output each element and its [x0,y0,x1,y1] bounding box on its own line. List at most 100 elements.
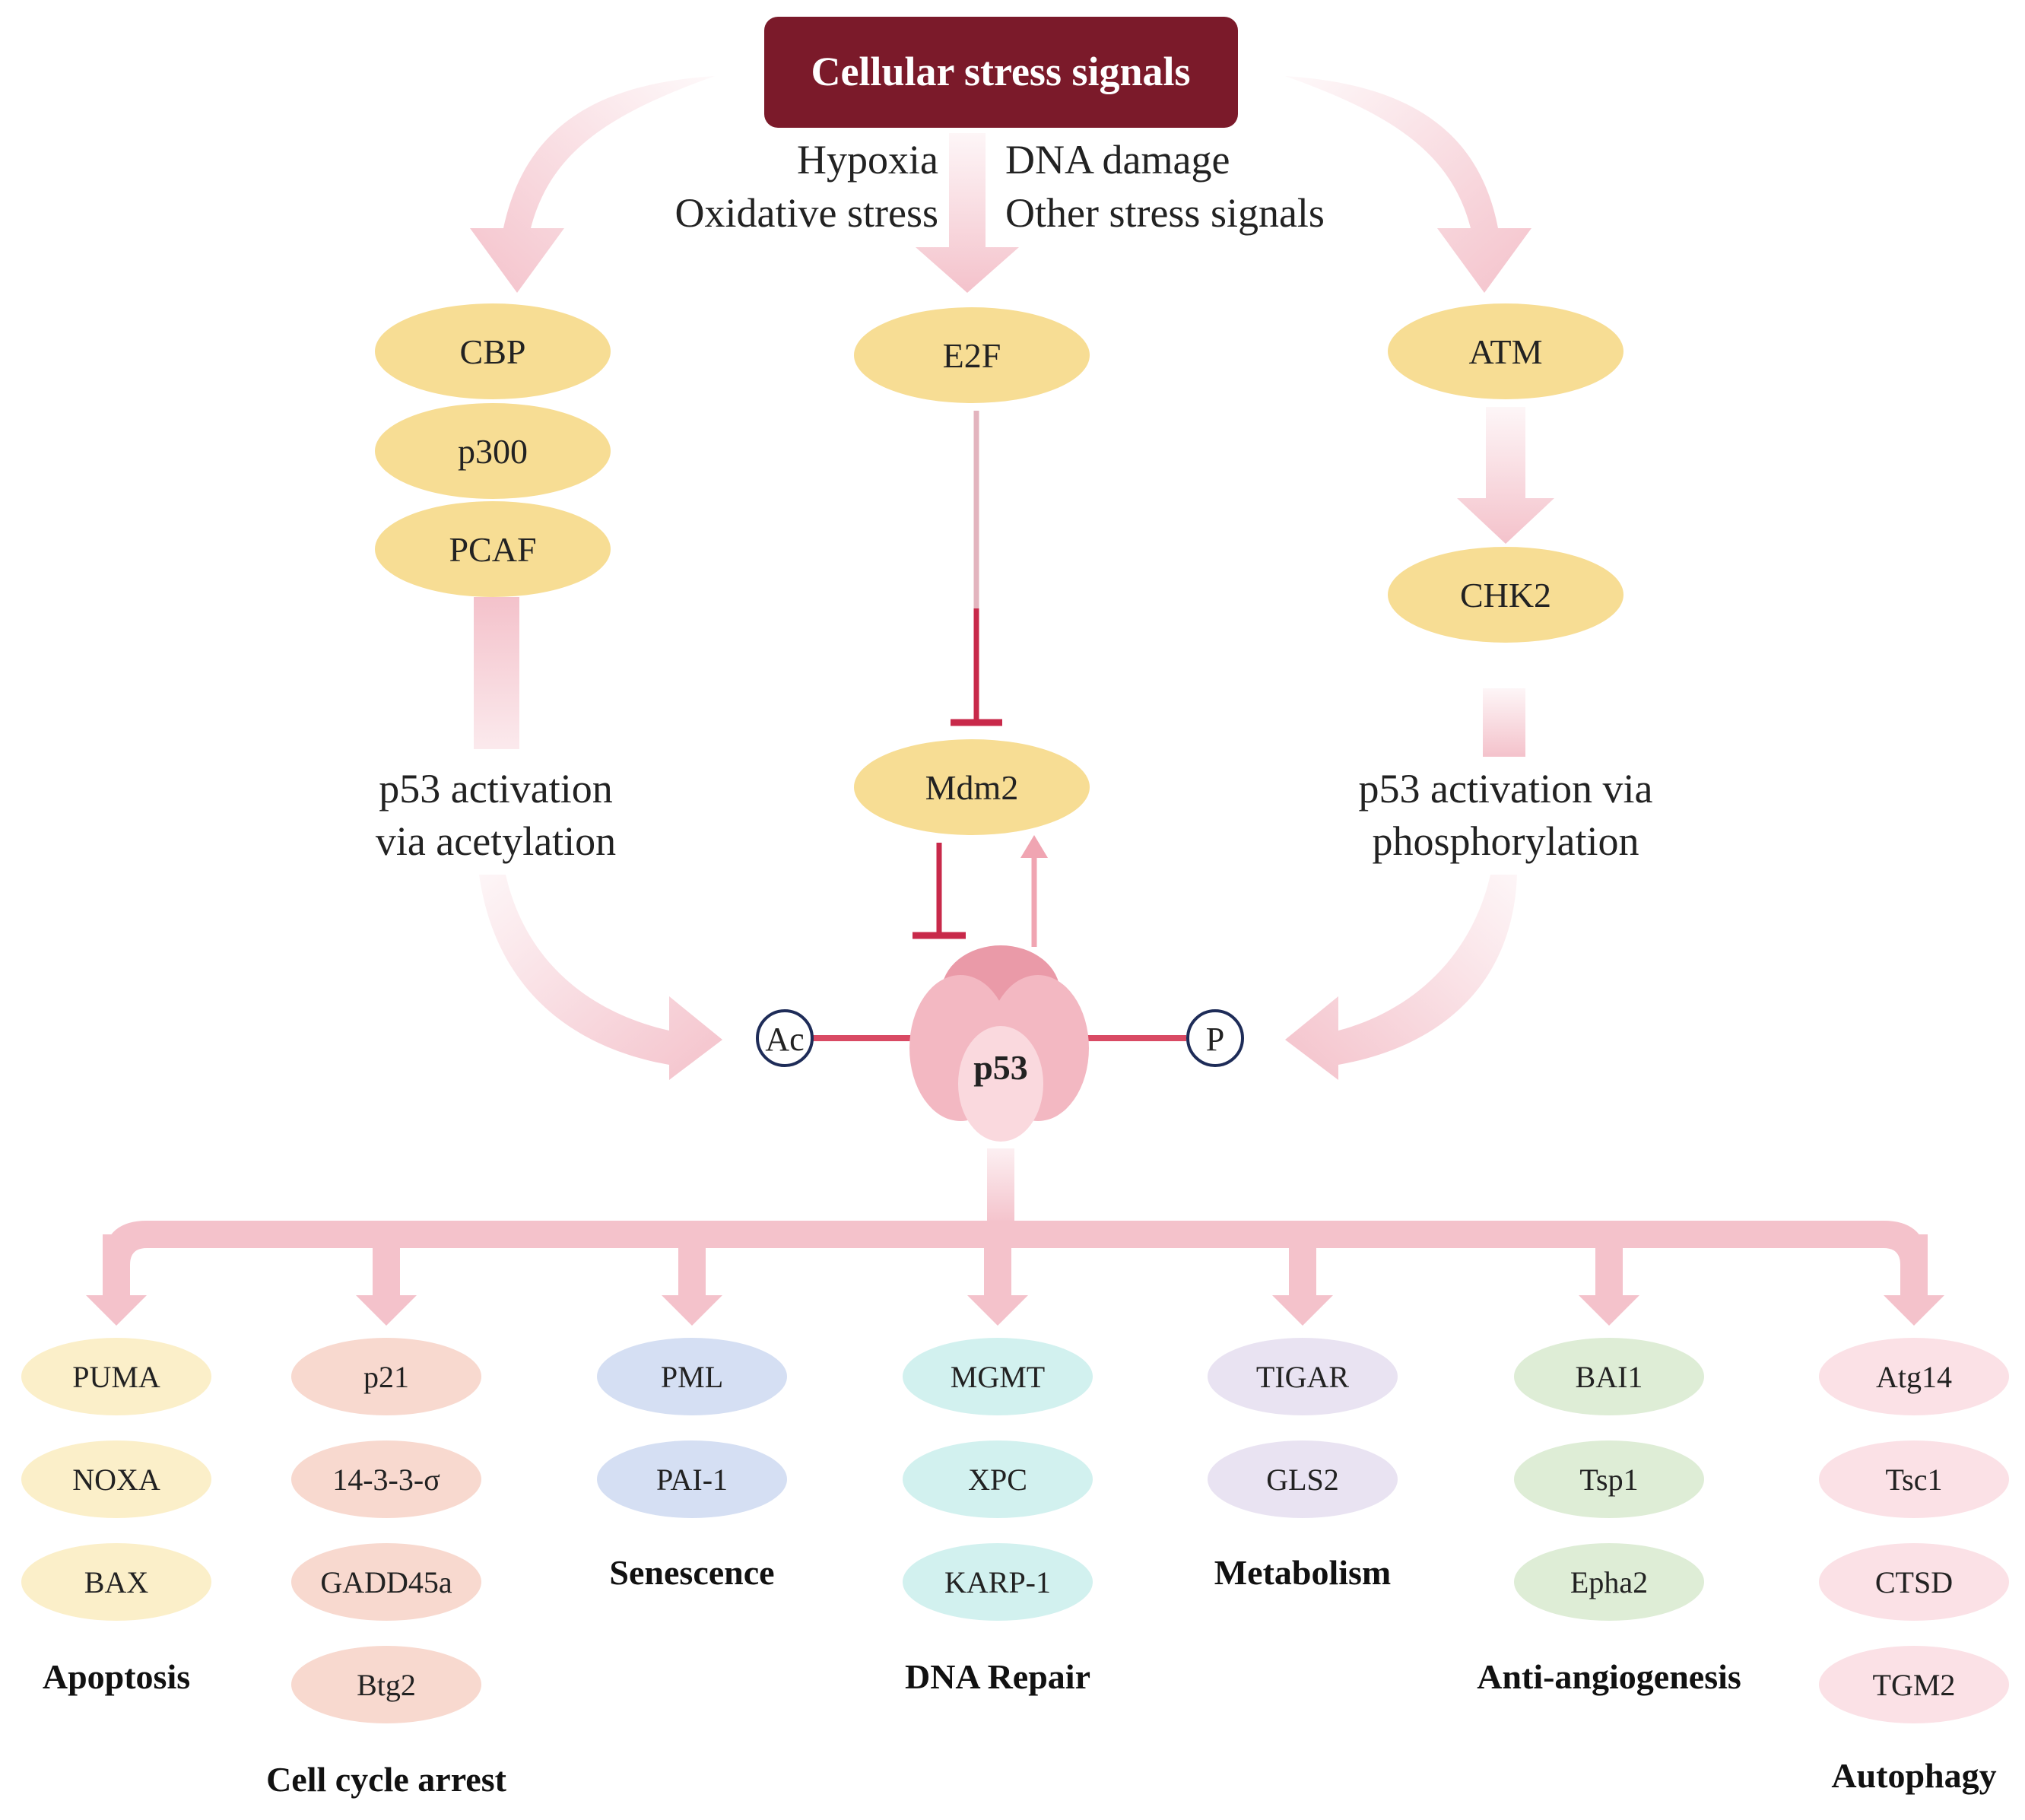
gene-node [597,1338,787,1415]
label-acetylation-line2: via acetylation [376,818,616,864]
node-p300-label: p300 [458,432,528,471]
branch-arrow [967,1234,1028,1326]
p53-label: p53 [973,1048,1028,1087]
arrow-acetylation-to-p53 [479,875,722,1080]
activate-head-p53-mdm2 [1020,835,1048,858]
outcome-label: Metabolism [1214,1553,1392,1592]
gene-label: BAX [84,1565,149,1599]
node-cbp [375,303,611,399]
arrow-atm-to-chk2 [1457,407,1554,544]
arrow-phosphorylation-to-p53 [1285,875,1517,1080]
gene-node [1514,1543,1704,1621]
gene-node [903,1440,1093,1518]
node-mdm2-label: Mdm2 [925,768,1019,807]
arrow-chk2-to-phosphorylation [1483,688,1525,757]
branch-bus [103,1221,1928,1295]
p53-lobe-front [958,1026,1043,1142]
node-atm [1388,303,1623,399]
gene-node [21,1543,211,1621]
node-mdm2 [854,739,1090,835]
label-phosphorylation-line1: p53 activation via [1359,766,1653,812]
signal-hypoxia: Hypoxia [797,137,938,183]
gene-node [291,1440,481,1518]
gene-label: TIGAR [1256,1360,1350,1394]
node-e2f [854,307,1090,403]
gene-node [1514,1338,1704,1415]
label-acetylation-line1: p53 activation [379,766,612,812]
gene-label: MGMT [951,1360,1045,1394]
gene-node [1819,1646,2009,1723]
outcome-groups: PUMA NOXA BAX Apoptosis p21 14-3-3-σGADD45aBt… [21,1338,2009,1799]
branch-arrow [1272,1234,1333,1326]
branch-arrow [356,1234,417,1326]
outcome-label: Senescence [609,1553,774,1592]
phospho-circle [1186,1009,1244,1067]
gene-label: GADD45a [320,1565,452,1599]
node-p300 [375,403,611,499]
acetyl-circle [756,1009,814,1067]
gene-label: TGM2 [1873,1668,1956,1702]
outcome-label: Anti-angiogenesis [1477,1657,1741,1696]
node-pcaf [375,501,611,597]
gene-node [903,1543,1093,1621]
acetyl-label: Ac [765,1021,804,1058]
gene-label: Tsc1 [1886,1463,1943,1497]
gene-node [291,1646,481,1723]
gene-node [21,1440,211,1518]
node-chk2-label: CHK2 [1460,576,1551,615]
gene-label: PUMA [72,1360,160,1394]
gene-node [21,1338,211,1415]
gene-label: KARP-1 [944,1565,1051,1599]
gene-node [1514,1440,1704,1518]
gene-node [1819,1338,2009,1415]
node-e2f-label: E2F [943,336,1001,375]
node-chk2 [1388,547,1623,643]
gene-node [1819,1440,2009,1518]
outcome-label: Apoptosis [43,1657,190,1696]
outcome-label: Autophagy [1831,1756,1996,1795]
gene-node [903,1338,1093,1415]
branch-arrow [86,1234,147,1326]
title-text: Cellular stress signals [811,49,1190,94]
arrow-stress-to-e2f [916,133,1019,293]
gene-label: Atg14 [1876,1360,1952,1394]
gene-label: PML [661,1360,723,1394]
node-cbp-label: CBP [460,332,526,371]
gene-label: Btg2 [357,1668,416,1702]
gene-node [1208,1440,1398,1518]
arrow-pcaf-to-acetylation [474,597,519,749]
outcome-label: DNA Repair [905,1657,1090,1696]
gene-label: p21 [363,1360,409,1394]
gene-node [291,1543,481,1621]
branch-tree [86,1221,1944,1326]
gene-label: BAI1 [1576,1360,1643,1394]
gene-label: NOXA [72,1463,160,1497]
gene-label: 14-3-3-σ [332,1463,440,1497]
branch-arrow [1884,1234,1944,1326]
signal-dna-damage: DNA damage [1005,137,1230,183]
signal-oxidative-stress: Oxidative stress [675,190,938,236]
phospho-label: P [1206,1021,1224,1058]
gene-label: CTSD [1875,1565,1953,1599]
signal-other-stress: Other stress signals [1005,190,1325,236]
arrow-stress-to-cbp [470,76,715,293]
outcome-group-apoptosis: PUMA NOXA BAX Apoptosis [21,1338,211,1696]
label-phosphorylation-line2: phosphorylation [1373,818,1639,864]
stem-p53-to-branches [987,1148,1014,1224]
branch-arrow [1579,1234,1639,1326]
gene-node [597,1440,787,1518]
gene-node [291,1338,481,1415]
node-pcaf-label: PCAF [449,530,536,569]
gene-label: Tsp1 [1579,1463,1638,1497]
gene-label: XPC [968,1463,1027,1497]
gene-node [1819,1543,2009,1621]
gene-node [1208,1338,1398,1415]
arrow-stress-to-atm [1285,76,1531,293]
